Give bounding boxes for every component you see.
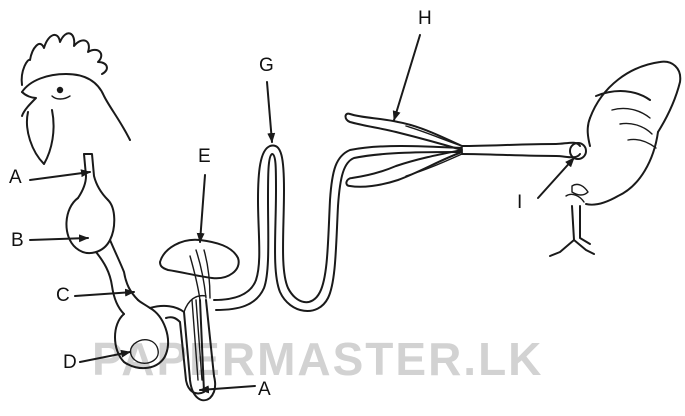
arrow-I [538, 158, 574, 198]
arrow-A-top [30, 172, 90, 180]
label-arrows [30, 35, 574, 390]
label-E: E [198, 147, 211, 166]
arrow-A-bottom [200, 386, 255, 390]
label-A-top: A [9, 168, 22, 187]
liver [160, 240, 239, 300]
label-I: I [517, 193, 522, 212]
label-D: D [63, 353, 77, 372]
label-A-bottom: A [258, 380, 271, 399]
arrow-E [200, 175, 205, 242]
arrow-B [30, 238, 88, 240]
arrow-H [394, 35, 420, 120]
duodenal-loop [150, 296, 215, 401]
caeca [346, 114, 581, 187]
rooster-rear [550, 62, 680, 256]
label-C: C [56, 286, 70, 305]
label-B: B [11, 231, 24, 250]
arrow-G [267, 82, 272, 142]
intestine-g [214, 145, 462, 311]
arrow-C [75, 292, 134, 296]
label-G: G [259, 56, 274, 75]
upper-tract [66, 154, 168, 368]
rooster-head [22, 33, 130, 164]
label-H: H [418, 9, 432, 28]
